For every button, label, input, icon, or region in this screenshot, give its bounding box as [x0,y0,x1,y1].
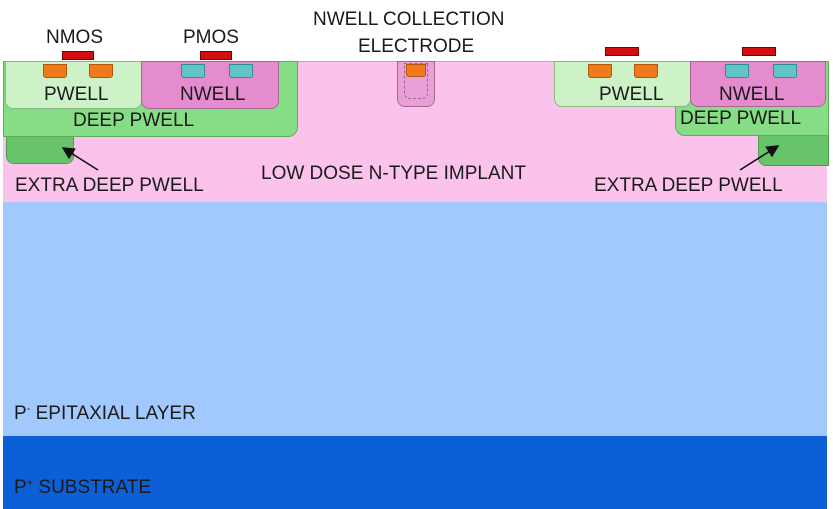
p-substrate [3,436,827,509]
collection-electrode-contact [406,64,426,77]
pmos-label: PMOS [183,27,239,48]
p-epitaxial-layer [3,202,827,436]
pmos-source [181,64,205,78]
substrate-label-prefix: P [14,477,27,498]
pwell-left-label: PWELL [44,84,109,105]
epitaxial-label-prefix: P [14,403,27,424]
substrate-label-superscript: + [26,477,34,489]
nwell-right [690,61,826,107]
collection-electrode-label-line2: ELECTRODE [358,36,475,57]
right-pmos-drain [773,64,797,78]
collection-electrode-label-line1: NWELL COLLECTION [313,9,505,30]
substrate-label: P+ SUBSTRATE [14,477,152,498]
nwell-right-label: NWELL [719,84,785,105]
nmos-label: NMOS [46,27,103,48]
pwell-right [554,61,691,107]
extra-deep-pwell-left-label: EXTRA DEEP PWELL [15,175,204,196]
pwell-left [5,61,142,109]
nwell-left [141,61,279,109]
right-nmos-source [588,64,612,78]
epitaxial-label-suffix: EPITAXIAL LAYER [30,403,196,424]
collection-electrode-inner-outline [404,63,428,99]
epitaxial-label-superscript: - [26,403,31,415]
nmos-gate [62,51,94,60]
low-dose-implant-label: LOW DOSE N-TYPE IMPLANT [261,163,526,184]
deep-pwell-left-label: DEEP PWELL [73,110,195,131]
pwell-right-label: PWELL [599,84,664,105]
deep-pwell-right-label: DEEP PWELL [680,108,802,129]
pmos-gate [200,51,232,60]
extra-deep-pwell-right-label: EXTRA DEEP PWELL [594,175,783,196]
right-nmos-drain [634,64,658,78]
right-nmos-gate [605,47,639,56]
nmos-drain [89,64,113,78]
epitaxial-layer-label: P- EPITAXIAL LAYER [14,403,196,424]
nmos-source [43,64,67,78]
pmos-drain [229,64,253,78]
nwell-left-label: NWELL [180,84,246,105]
right-pmos-source [725,64,749,78]
substrate-label-suffix: SUBSTRATE [33,477,152,498]
right-pmos-gate [742,47,776,56]
